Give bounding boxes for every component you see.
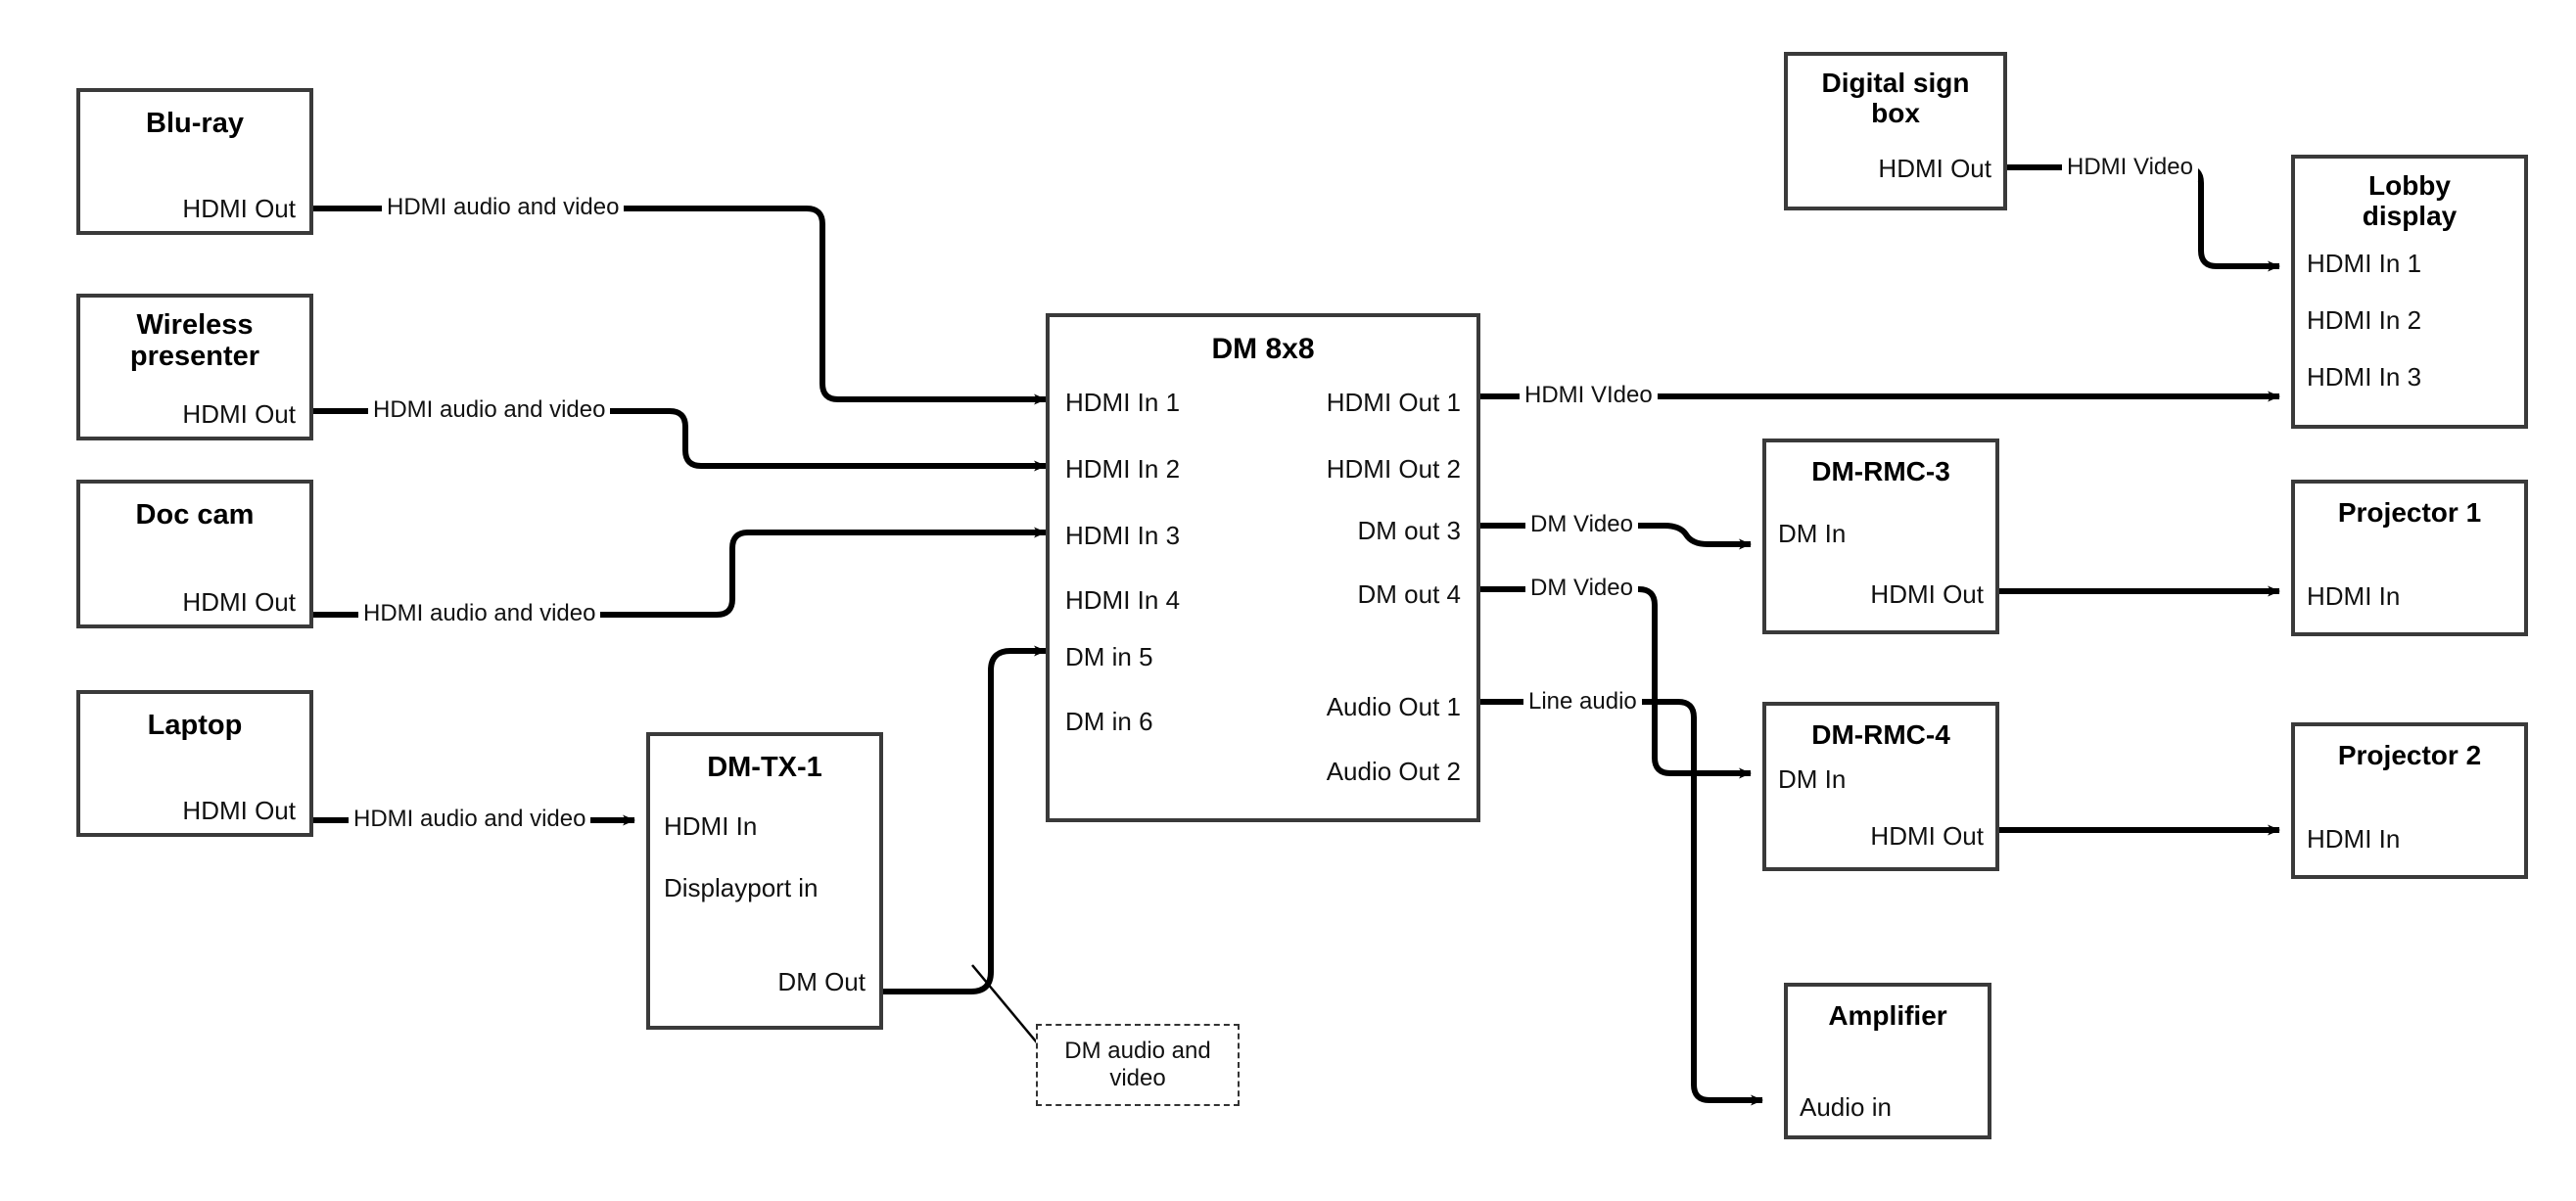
callout-dm-audio-and-video: DM audio and video [1036, 1024, 1240, 1106]
node-dm-tx-1-port-dm-out: DM Out [777, 967, 866, 996]
node-dm-rmc-4-port-dm-in: DM In [1778, 764, 1847, 794]
node-projector-1[interactable]: Projector 1 HDMI In [2291, 480, 2528, 636]
node-dm-rmc-3-title: DM-RMC-3 [1811, 456, 1950, 486]
wire-label-dm-out-4: DM Video [1525, 575, 1638, 602]
node-dm-8x8-port-audio-out-1: Audio Out 1 [1326, 692, 1461, 721]
node-dm-rmc-3-port-hdmi-out: HDMI Out [1870, 579, 1984, 609]
wire-label-audio-out-1: Line audio [1523, 688, 1642, 716]
node-dm-rmc-3-port-dm-in: DM In [1778, 519, 1847, 548]
node-lobby-display-port-hdmi-in-1: HDMI In 1 [2307, 249, 2422, 278]
wire-label-doccam: HDMI audio and video [358, 600, 601, 627]
node-dm-8x8-port-hdmi-out-2: HDMI Out 2 [1326, 454, 1461, 484]
node-dm-8x8-port-hdmi-in-1: HDMI In 1 [1065, 388, 1181, 417]
node-dm-tx-1-title: DM-TX-1 [707, 752, 822, 783]
node-dm-8x8[interactable]: DM 8x8 HDMI In 1 HDMI In 2 HDMI In 3 HDM… [1046, 313, 1480, 822]
node-dm-8x8-port-dm-in-6: DM in 6 [1065, 707, 1153, 736]
node-doc-cam[interactable]: Doc cam HDMI Out [76, 480, 313, 628]
wire-label-signbox: HDMI Video [2062, 154, 2198, 181]
node-laptop-title: Laptop [147, 710, 243, 741]
node-laptop-port-hdmi-out: HDMI Out [182, 796, 296, 825]
node-dm-tx-1[interactable]: DM-TX-1 HDMI In Displayport in DM Out [646, 732, 883, 1030]
node-projector-1-title: Projector 1 [2337, 497, 2482, 528]
node-dm-rmc-3[interactable]: DM-RMC-3 DM In HDMI Out [1762, 439, 1999, 634]
node-wireless-presenter-title: Wireless presenter [129, 309, 260, 373]
node-dm-8x8-port-hdmi-in-4: HDMI In 4 [1065, 585, 1181, 615]
node-digital-sign-box-port-hdmi-out: HDMI Out [1878, 154, 1991, 183]
wire-dmtx1-to-dm8x8 [883, 645, 1047, 994]
node-dm-rmc-4[interactable]: DM-RMC-4 DM In HDMI Out [1762, 702, 1999, 871]
wire-label-wireless: HDMI audio and video [368, 396, 611, 424]
node-lobby-display[interactable]: Lobby display HDMI In 1 HDMI In 2 HDMI I… [2291, 155, 2528, 429]
node-dm-8x8-port-dm-in-5: DM in 5 [1065, 642, 1153, 671]
wire-wireless-to-dm8x8 [313, 408, 1047, 472]
node-amplifier-port-audio-in: Audio in [1800, 1092, 1892, 1122]
node-lobby-display-port-hdmi-in-3: HDMI In 3 [2307, 362, 2422, 392]
node-dm-8x8-port-audio-out-2: Audio Out 2 [1326, 757, 1461, 786]
node-wireless-presenter-port-hdmi-out: HDMI Out [182, 399, 296, 429]
wire-signbox-to-lobby [2007, 164, 2280, 272]
wire-label-dm-out-3: DM Video [1525, 511, 1638, 538]
node-dm-rmc-4-port-hdmi-out: HDMI Out [1870, 821, 1984, 851]
node-digital-sign-box-title: Digital sign box [1821, 68, 1970, 129]
wire-label-hdmi-out-1: HDMI VIdeo [1520, 382, 1658, 409]
wire-bluray-to-dm8x8 [313, 206, 1047, 405]
node-doc-cam-title: Doc cam [135, 499, 255, 531]
node-dm-rmc-4-title: DM-RMC-4 [1811, 719, 1950, 750]
node-dm-tx-1-port-displayport-in: Displayport in [664, 873, 819, 902]
node-laptop[interactable]: Laptop HDMI Out [76, 690, 313, 837]
node-doc-cam-port-hdmi-out: HDMI Out [182, 587, 296, 617]
node-lobby-display-title: Lobby display [2362, 170, 2458, 232]
node-bluray[interactable]: Blu-ray HDMI Out [76, 88, 313, 235]
wire-dm8x8-to-rmc3 [1480, 523, 1752, 550]
callout-dm-audio-and-video-text: DM audio and video [1064, 1037, 1211, 1091]
node-projector-2-port-hdmi-in: HDMI In [2307, 824, 2401, 854]
callout-leader-line [971, 964, 1042, 1048]
node-digital-sign-box[interactable]: Digital sign box HDMI Out [1784, 52, 2007, 210]
node-amplifier[interactable]: Amplifier Audio in [1784, 983, 1991, 1139]
node-lobby-display-port-hdmi-in-2: HDMI In 2 [2307, 305, 2422, 335]
node-projector-1-port-hdmi-in: HDMI In [2307, 581, 2401, 611]
node-dm-8x8-port-hdmi-out-1: HDMI Out 1 [1326, 388, 1461, 417]
node-dm-8x8-port-dm-out-3: DM out 3 [1357, 516, 1462, 545]
node-wireless-presenter[interactable]: Wireless presenter HDMI Out [76, 294, 313, 440]
node-bluray-port-hdmi-out: HDMI Out [182, 194, 296, 223]
node-projector-2-title: Projector 2 [2337, 740, 2482, 770]
node-amplifier-title: Amplifier [1828, 1000, 1947, 1031]
node-projector-2[interactable]: Projector 2 HDMI In [2291, 722, 2528, 879]
node-dm-8x8-title: DM 8x8 [1211, 333, 1315, 365]
wire-dm8x8-to-rmc4 [1480, 586, 1752, 779]
node-dm-8x8-port-hdmi-in-2: HDMI In 2 [1065, 454, 1181, 484]
node-dm-tx-1-port-hdmi-in: HDMI In [664, 811, 758, 841]
wire-doccam-to-dm8x8 [313, 527, 1047, 618]
wire-dm8x8-to-amplifier [1480, 699, 1763, 1106]
node-dm-8x8-port-dm-out-4: DM out 4 [1357, 579, 1462, 609]
node-bluray-title: Blu-ray [146, 108, 244, 139]
wire-label-laptop: HDMI audio and video [349, 806, 591, 833]
wire-label-bluray: HDMI audio and video [382, 194, 625, 221]
node-dm-8x8-port-hdmi-in-3: HDMI In 3 [1065, 521, 1181, 550]
